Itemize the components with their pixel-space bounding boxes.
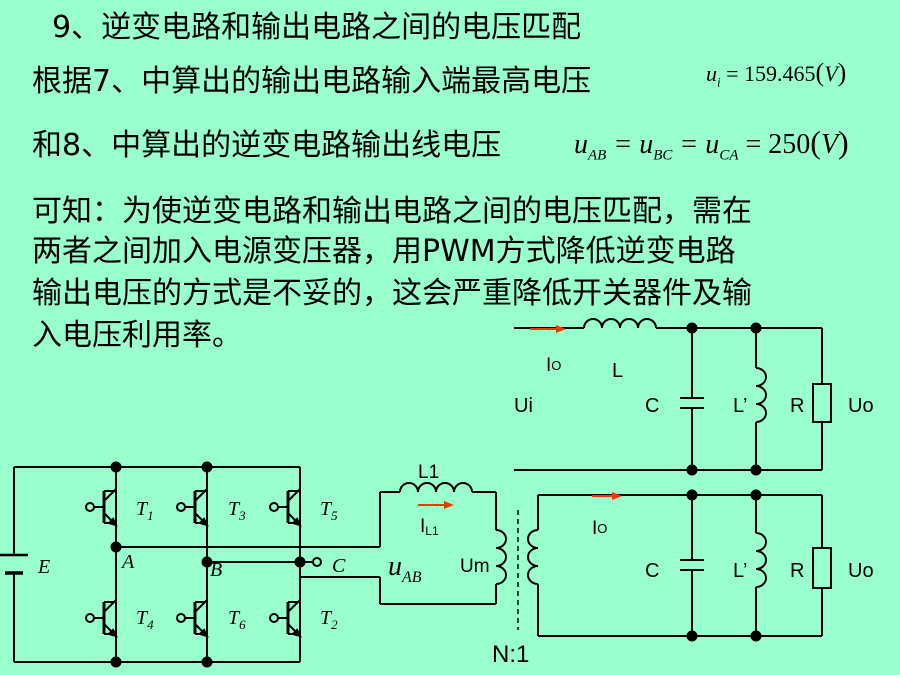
label-um: Um [460,556,490,577]
label-c-top: C [645,395,659,417]
label-r-top: R [790,395,804,417]
resistor-top [812,383,832,423]
label-io-bottom: IO [592,518,607,539]
label-t6: T6 [228,607,246,632]
label-uo-bottom: Uo [848,560,874,582]
label-uo-top: Uo [848,395,874,417]
switch-t2-icon [268,598,302,638]
text-line-3: 和8、中算出的逆变电路输出线电压 [32,128,502,163]
eq-ui-value: = 159.465 [720,61,816,86]
label-l1: L1 [418,462,439,483]
eq-uca: = u [672,129,720,160]
inductor-lp-bottom [755,532,767,588]
text-line-2: 根据7、中算出的输出电路输入端最高电压 [32,64,592,99]
label-t3: T3 [228,498,246,523]
label-t4: T4 [136,607,154,632]
label-t1: T1 [136,498,154,523]
paragraph-line-3: 输出电压的方式是不妥的，这会严重降低开关器件及输 [32,276,752,311]
switch-t3-icon [175,487,209,527]
paragraph-line-4: 入电压利用率。 [32,318,242,353]
terminal-c [312,557,322,567]
transformer-secondary [527,529,539,585]
equation-ui: ui = 159.465(V) [706,58,847,90]
label-e: E [37,556,50,578]
inductor-lp-top [755,367,767,423]
label-t2: T2 [320,607,338,632]
equation-line-voltage: uAB = uBC = uCA = 250(V) [574,124,849,164]
eq-ubc: = u [606,129,654,160]
switch-t1-icon [84,487,118,527]
label-lp-top: L’ [733,395,747,417]
label-node-b: B [210,559,222,581]
label-ui: Ui [514,395,533,417]
heading: 9、逆变电路和输出电路之间的电压匹配 [52,10,582,45]
label-lp-bottom: L’ [733,560,747,582]
label-node-a: A [120,551,135,573]
eq-ui-unit: V [824,61,838,86]
eq-ui-sub: i [717,74,721,90]
label-r-bottom: R [790,560,804,582]
label-uab: uAB [388,551,422,586]
paragraph-line-1: 可知：为使逆变电路和输出电路之间的电压匹配，需在 [32,194,752,229]
eq-uab-sub: AB [588,147,607,164]
eq-uca-sub: CA [719,147,739,164]
label-t5: T5 [320,498,338,523]
eq-ui-symbol: u [706,61,717,86]
switch-t6-icon [175,598,209,638]
eq-ubc-sub: BC [653,147,673,164]
label-ratio: N:1 [492,641,529,668]
switch-t4-icon [84,598,118,638]
eq-uab: u [574,129,588,160]
transformer-primary [495,529,507,585]
eq-line-value: = 250 [738,129,811,160]
eq-line-unit: V [820,129,839,160]
inductor-l-top [583,318,657,329]
switch-t5-icon [268,487,302,527]
label-c-bottom: C [645,560,659,582]
label-io-top: IO [546,355,561,376]
label-node-c: C [332,555,346,577]
paragraph-line-2: 两者之间加入电源变压器，用PWM方式降低逆变电路 [32,234,736,269]
label-l-top: L [612,360,623,382]
inductor-l1 [399,482,473,493]
label-il1: IL1 [420,516,439,538]
resistor-bottom [812,547,832,589]
